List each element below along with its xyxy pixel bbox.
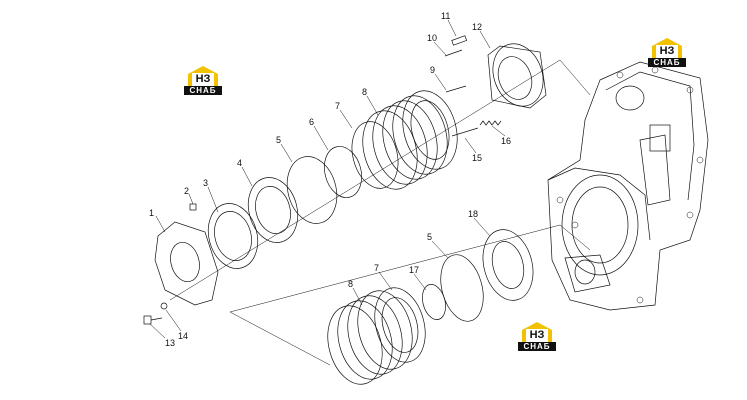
- part-9-pin: [445, 85, 467, 93]
- callout-1: 1: [149, 208, 154, 218]
- callout-4: 4: [237, 158, 242, 168]
- part-6-ring: [324, 146, 362, 198]
- transmission-housing: [547, 61, 709, 311]
- callout-7: 7: [335, 101, 340, 111]
- logo-text: СНАБ: [184, 86, 222, 95]
- callout-14: 14: [178, 331, 188, 341]
- part-2-screw: [189, 203, 197, 211]
- callout-15: 15: [472, 153, 482, 163]
- part-11-pin: [451, 35, 468, 46]
- brand-logo-left: НЗ СНАБ: [184, 66, 222, 95]
- part-3-seal: [207, 203, 259, 269]
- logo-letters: НЗ: [526, 329, 548, 342]
- callout-10: 10: [427, 33, 437, 43]
- part-18-ring: [482, 229, 534, 301]
- callout-5-lower: 5: [427, 232, 432, 242]
- part-10-pin: [444, 49, 463, 57]
- part-5-ring-lower: [440, 254, 484, 322]
- part-5-ring-upper: [286, 156, 338, 224]
- callout-8: 8: [362, 87, 367, 97]
- logo-text: СНАБ: [518, 342, 556, 351]
- logo-letters: НЗ: [656, 45, 678, 58]
- callout-2: 2: [184, 186, 189, 196]
- callout-6: 6: [309, 117, 314, 127]
- callout-5: 5: [276, 135, 281, 145]
- brand-logo-right: НЗ СНАБ: [648, 38, 686, 67]
- leader-lines: [149, 19, 506, 339]
- assembly-axis-lines: [169, 59, 591, 366]
- part-16-spring: [479, 120, 502, 126]
- lower-clutch-pack: [327, 287, 426, 385]
- callout-7-lower: 7: [374, 263, 379, 273]
- part-15-rod: [451, 127, 479, 137]
- part-14-washer: [160, 302, 168, 310]
- callout-11: 11: [441, 11, 450, 21]
- callout-13: 13: [165, 338, 175, 348]
- callout-18: 18: [468, 209, 478, 219]
- callout-17: 17: [409, 265, 419, 275]
- part-13-bolt: [143, 315, 163, 325]
- part-12-cover: [487, 43, 547, 109]
- callout-3: 3: [203, 178, 208, 188]
- callout-9: 9: [430, 65, 435, 75]
- logo-letters: НЗ: [192, 73, 214, 86]
- part-1-flange: [154, 221, 219, 306]
- brand-logo-bottom: НЗ СНАБ: [518, 322, 556, 351]
- callout-labels: 1 2 3 4 5 5 6 7 7 8 8 9 10 11 12 13 14 1…: [149, 11, 511, 348]
- upper-clutch-pack: [351, 90, 458, 190]
- callout-8-lower: 8: [348, 279, 353, 289]
- callout-12: 12: [472, 22, 482, 32]
- logo-text: СНАБ: [648, 58, 686, 67]
- callout-16: 16: [501, 136, 511, 146]
- part-17-ring: [422, 284, 446, 320]
